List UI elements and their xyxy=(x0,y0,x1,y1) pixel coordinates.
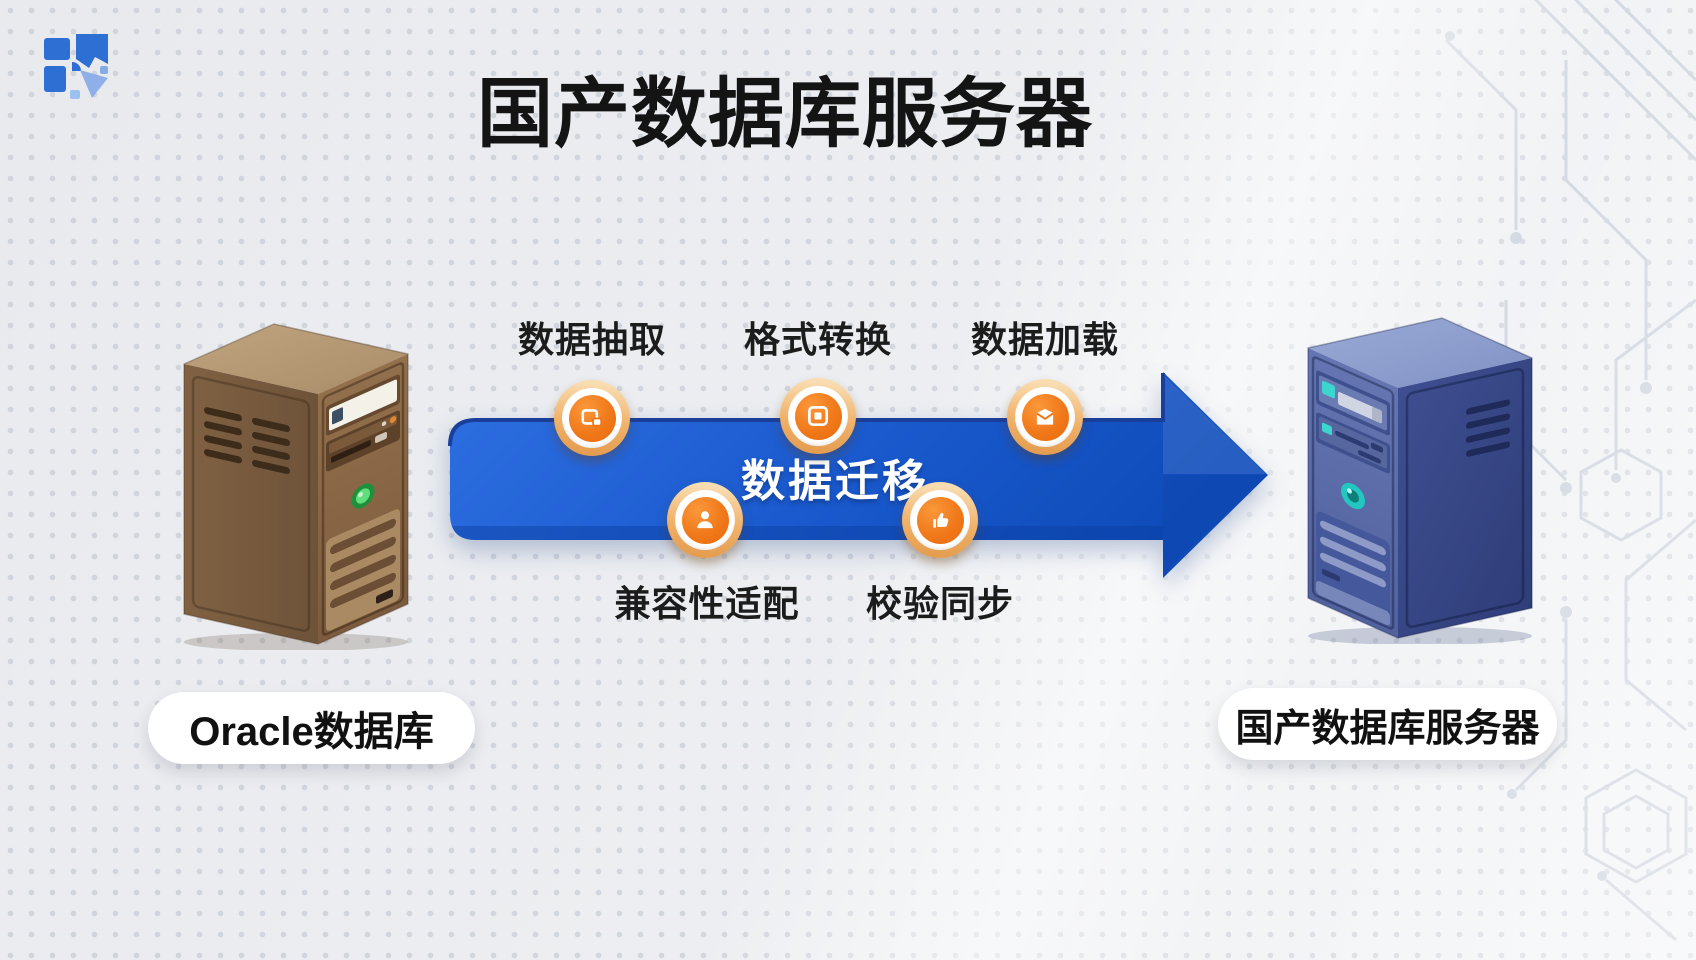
format-convert-icon xyxy=(794,392,842,440)
page-title: 国产数据库服务器 xyxy=(477,72,1093,157)
step-label-convert: 格式转换 xyxy=(743,319,893,360)
medallion-ring xyxy=(910,490,970,550)
domestic-server-illustration xyxy=(1298,292,1542,649)
step-medallion-convert xyxy=(780,378,856,454)
step-label-compatibility: 兼容性适配 xyxy=(614,583,800,624)
verify-sync-icon xyxy=(916,496,964,544)
step-medallion-compatibility xyxy=(667,482,743,558)
step-medallion-load xyxy=(1007,379,1083,455)
step-label-load: 数据加载 xyxy=(970,319,1120,360)
data-extract-icon xyxy=(568,394,616,442)
brand-logo xyxy=(44,34,108,99)
medallion-ring xyxy=(562,388,622,448)
migration-label: 数据迁移 xyxy=(741,457,929,506)
source-server-label: Oracle数据库 xyxy=(148,692,475,764)
medallion-ring xyxy=(675,490,735,550)
medallion-ring xyxy=(1015,387,1075,447)
compatibility-icon xyxy=(681,496,729,544)
oracle-server-illustration xyxy=(168,298,418,655)
data-load-icon xyxy=(1021,393,1069,441)
source-server-label-text: Oracle数据库 xyxy=(189,710,434,754)
step-medallion-extract xyxy=(554,380,630,456)
medallion-ring xyxy=(788,386,848,446)
target-server-label: 国产数据库服务器 xyxy=(1218,688,1557,760)
step-label-verify-sync: 校验同步 xyxy=(865,583,1015,624)
step-label-extract: 数据抽取 xyxy=(517,319,667,360)
step-medallion-verify-sync xyxy=(902,482,978,558)
target-server-label-text: 国产数据库服务器 xyxy=(1235,707,1540,750)
